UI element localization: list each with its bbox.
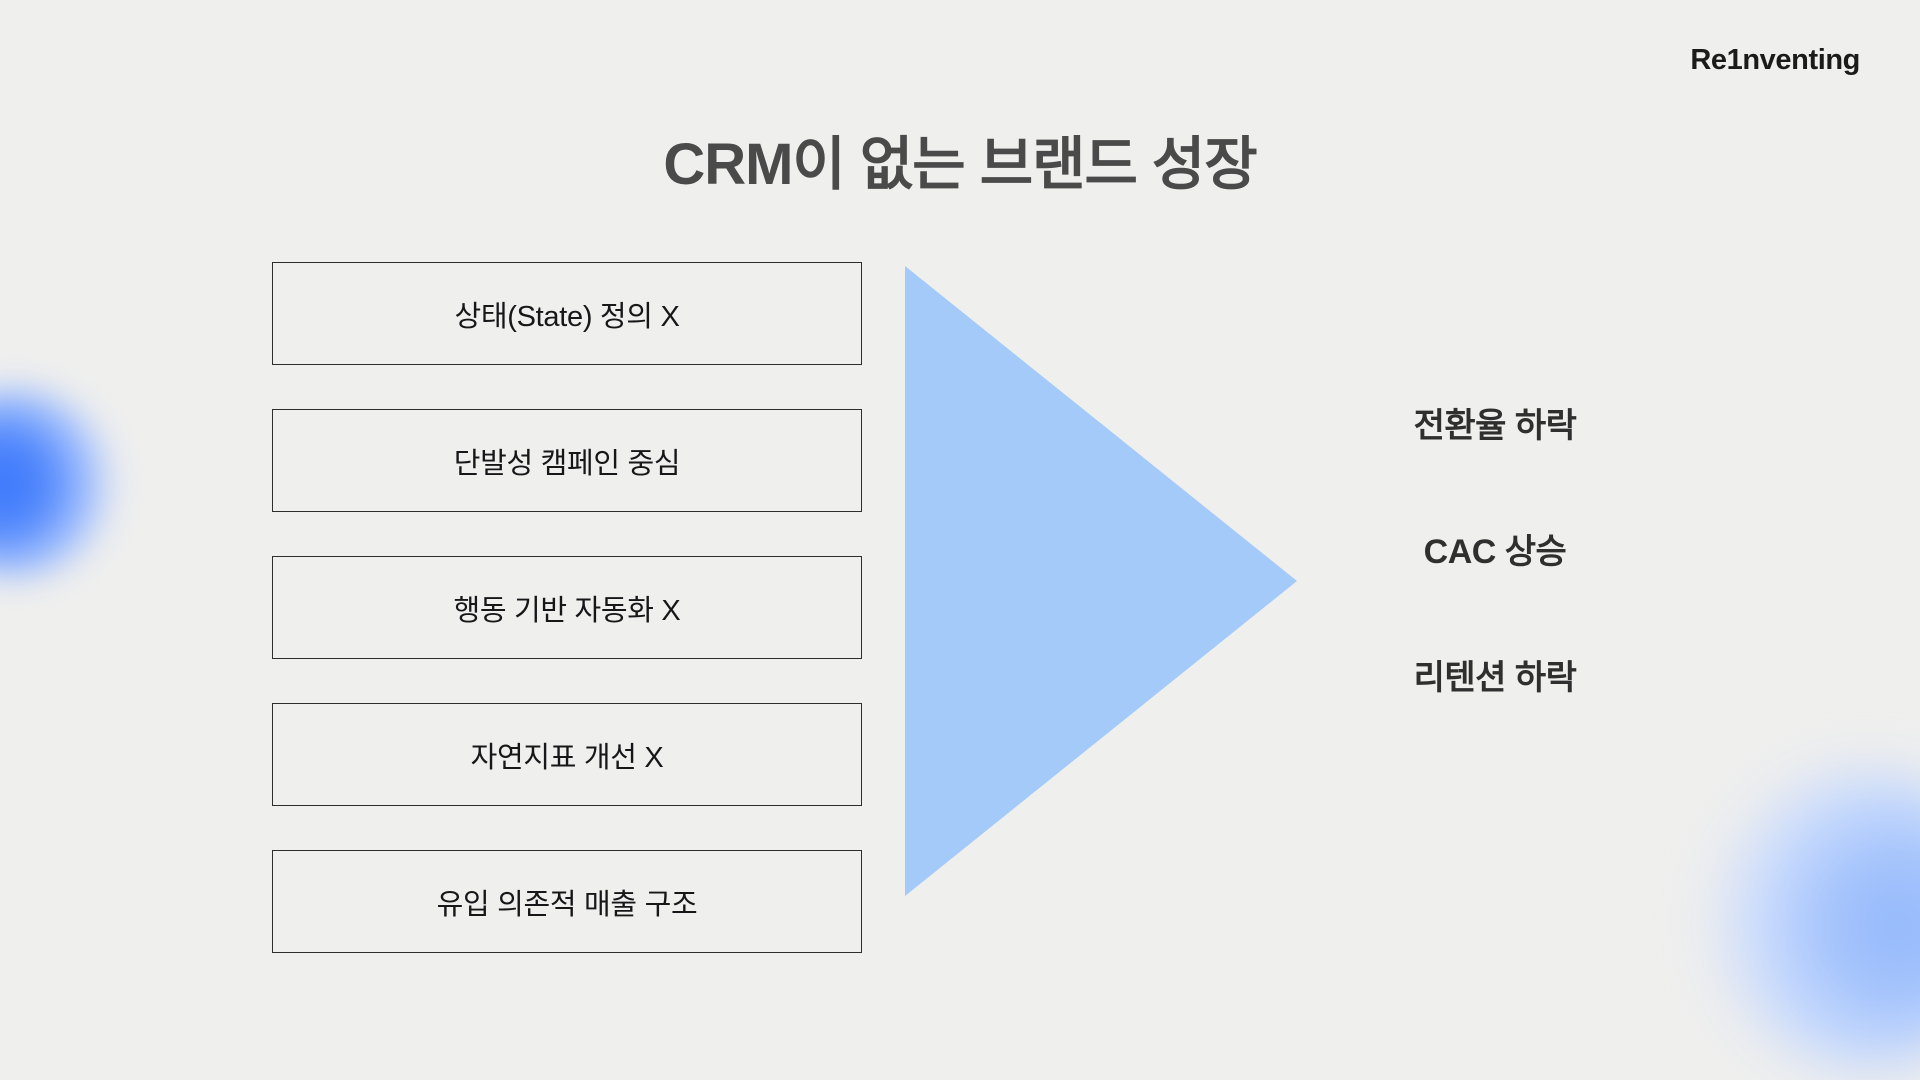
outcome-item: 전환율 하락 — [1413, 407, 1577, 445]
cause-box-label: 단발성 캠페인 중심 — [453, 447, 681, 480]
cause-box-label: 상태(State) 정의 X — [454, 300, 680, 333]
outcome-list: 전환율 하락 CAC 상승 리텐션 하락 — [1330, 398, 1660, 699]
cause-box-label: 유입 의존적 매출 구조 — [436, 888, 698, 921]
cause-box[interactable]: 단발성 캠페인 중심 — [272, 409, 862, 512]
cause-box[interactable]: 상태(State) 정의 X — [272, 262, 862, 365]
cause-box[interactable]: 유입 의존적 매출 구조 — [272, 850, 862, 953]
outcome-item: 리텐션 하락 — [1413, 659, 1577, 697]
decorative-blue-blob-left — [0, 388, 112, 578]
cause-box-label: 자연지표 개선 X — [470, 741, 664, 774]
cause-box-label: 행동 기반 자동화 X — [453, 594, 681, 627]
decorative-blue-blob-right — [1712, 770, 1920, 1070]
cause-box[interactable]: 행동 기반 자동화 X — [272, 556, 862, 659]
page-title: CRM이 없는 브랜드 성장 — [663, 131, 1257, 197]
cause-box[interactable]: 자연지표 개선 X — [272, 703, 862, 806]
outcome-item: CAC 상승 — [1423, 533, 1567, 571]
cause-box-list: 상태(State) 정의 X 단발성 캠페인 중심 행동 기반 자동화 X 자연… — [272, 262, 862, 953]
right-arrow-triangle-icon — [905, 266, 1297, 896]
brand-logo: Re1nventing — [1690, 44, 1860, 76]
